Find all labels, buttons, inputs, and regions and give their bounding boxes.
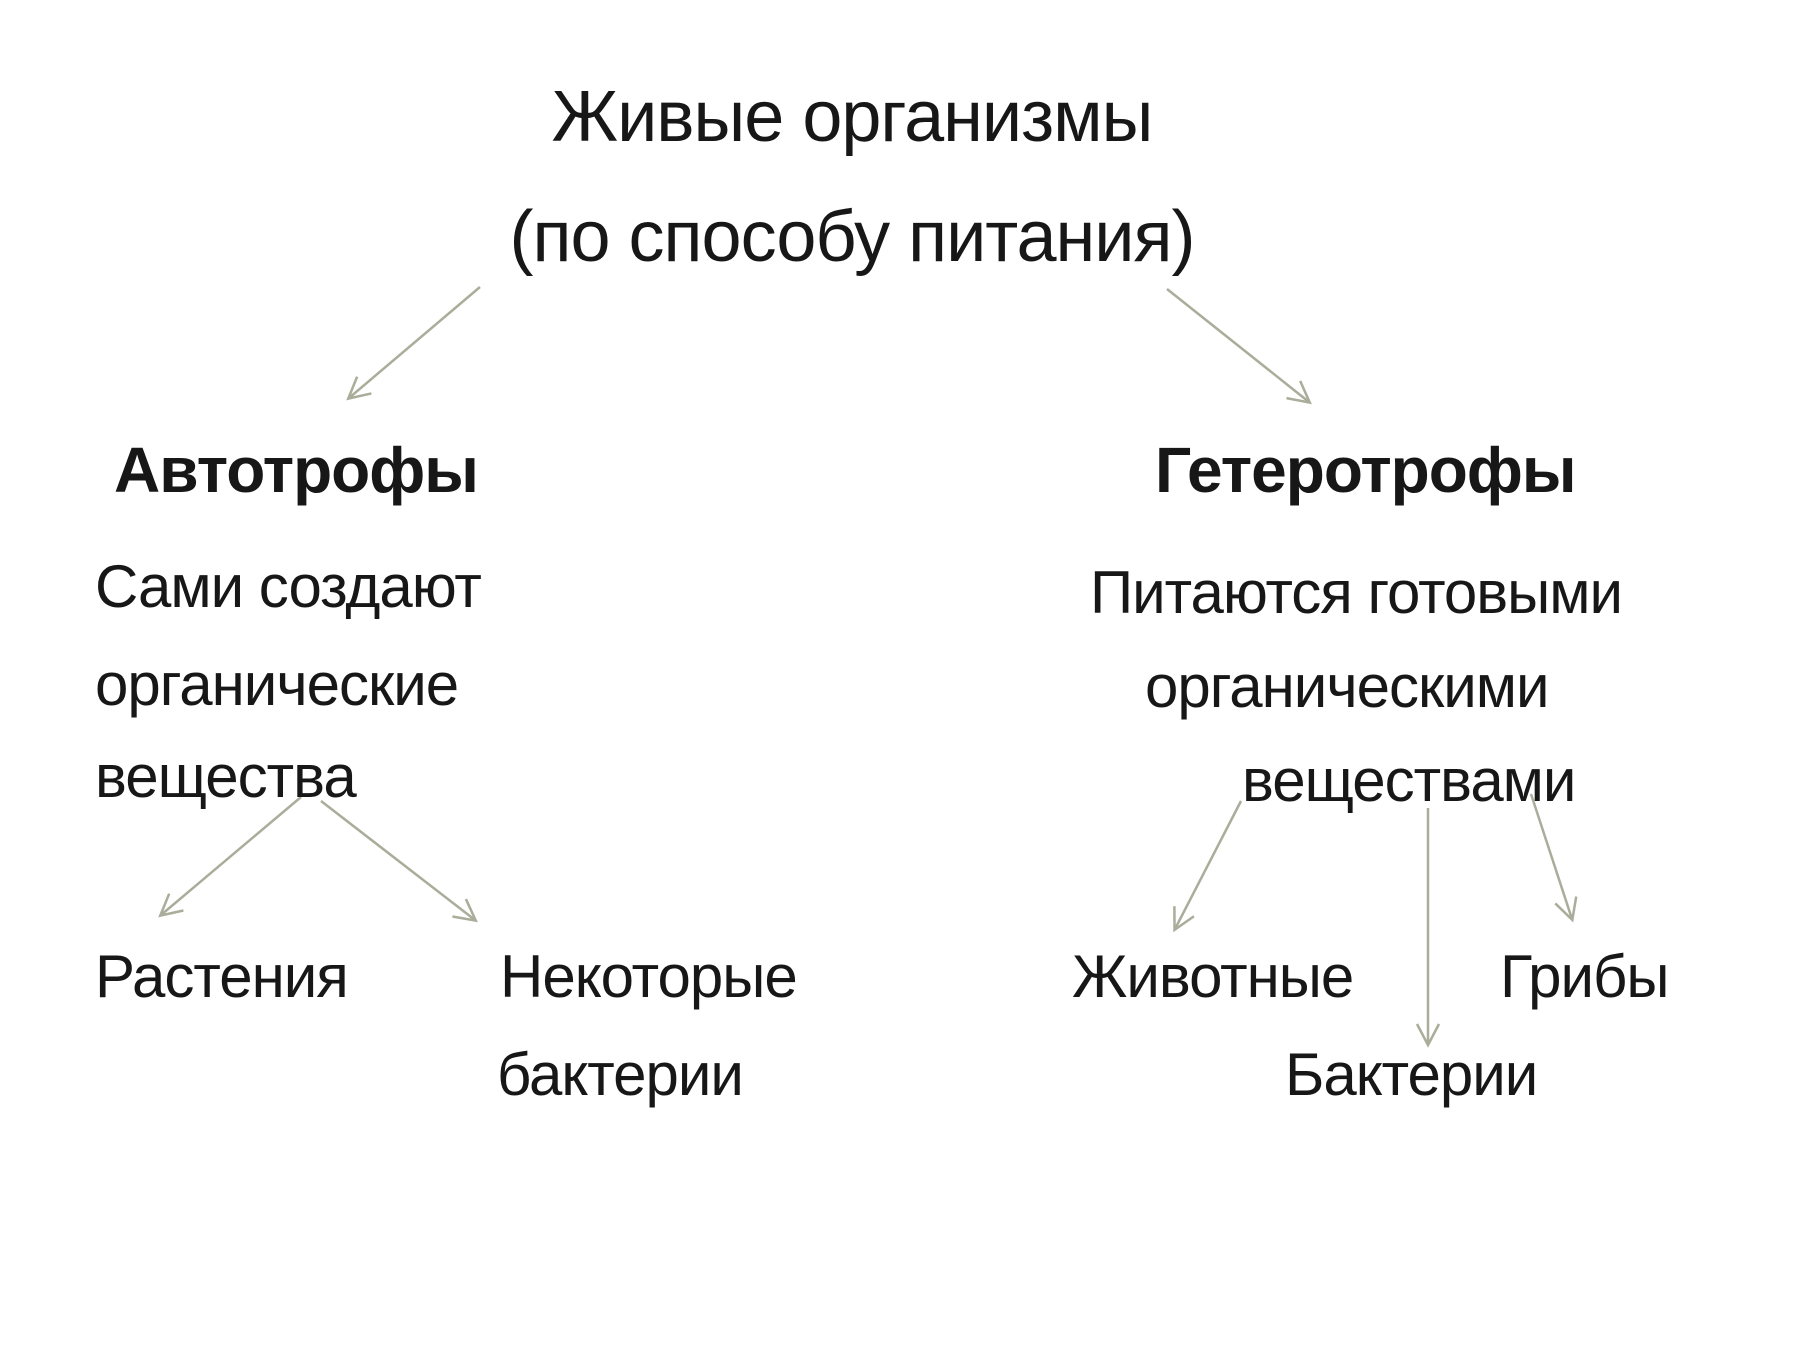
heterotrophs-heading: Гетеротрофы [1155,434,1576,506]
leaf-some-bacteria-line1: Некоторые [500,943,798,1010]
leaf-plants: Растения [95,943,349,1010]
autotrophs-heading: Автотрофы [114,434,479,506]
diagram-title-line2: (по способу питания) [509,197,1196,277]
leaf-some-bacteria-line2: бактерии [497,1041,744,1108]
arrow-autotrophs-to-some-bacteria [320,800,478,923]
heterotrophs-description-line3: веществами [1242,747,1576,814]
autotrophs-description-line2: органические [95,651,459,718]
arrow-autotrophs-to-plants [158,796,302,918]
arrow-root-to-autotrophs [346,286,481,401]
autotrophs-description-line1: Сами создают [95,553,482,620]
arrow-root-to-heterotrophs [1166,288,1312,405]
diagram-title-line1: Живые организмы [551,77,1154,157]
leaf-bacteria: Бактерии [1285,1041,1538,1108]
leaf-animals: Животные [1072,943,1354,1010]
heterotrophs-description-line1: Питаются готовыми [1090,559,1623,626]
heterotrophs-description-line2: органическими [1145,653,1549,720]
leaf-fungi: Грибы [1500,943,1669,1010]
autotrophs-description-line3: вещества [95,743,357,810]
arrow-heterotrophs-to-animals [1173,800,1243,933]
